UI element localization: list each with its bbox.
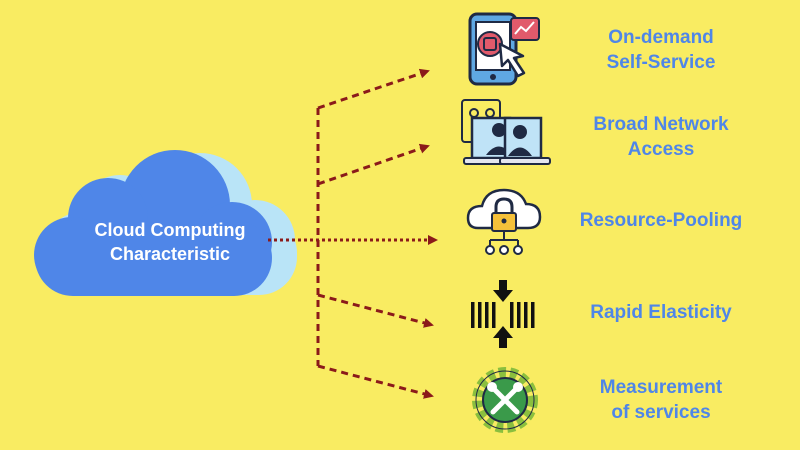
- label-line-1: Broad Network: [593, 114, 729, 135]
- label-line-2: of services: [611, 402, 711, 423]
- center-label-line-2: Characteristic: [109, 244, 231, 264]
- label-line-1: On-demand: [608, 27, 714, 48]
- connector-item-5: [317, 364, 434, 399]
- label-measurement-of-services: Measurement of services: [546, 375, 776, 425]
- label-line-1: Resource-Pooling: [579, 210, 743, 231]
- connector-item-1: [317, 68, 430, 110]
- center-label-line-1: Cloud Computing: [94, 220, 246, 240]
- label-resource-pooling: Resource-Pooling: [546, 208, 776, 233]
- label-line-2: Access: [627, 139, 695, 160]
- connector-group: [268, 68, 438, 399]
- label-on-demand-self-service: On-demand Self-Service: [546, 25, 776, 75]
- label-line-1: Rapid Elasticity: [590, 302, 732, 323]
- network-laptop-icon: [461, 99, 551, 165]
- cloud-lock-icon: [466, 188, 542, 255]
- touch-screen-phone-icon: [468, 12, 540, 86]
- wrench-gear-icon: [472, 367, 538, 433]
- cloud-body: [34, 150, 272, 296]
- label-broad-network-access: Broad Network Access: [546, 112, 776, 162]
- center-label: Cloud Computing Characteristic: [60, 218, 280, 266]
- label-rapid-elasticity: Rapid Elasticity: [546, 300, 776, 325]
- connector-item-4: [317, 293, 434, 328]
- cloud-shape: [34, 150, 297, 296]
- label-line-2: Self-Service: [606, 52, 716, 73]
- compression-arrows-icon: [471, 280, 535, 348]
- connector-item-2: [317, 143, 430, 186]
- label-line-1: Measurement: [599, 377, 723, 398]
